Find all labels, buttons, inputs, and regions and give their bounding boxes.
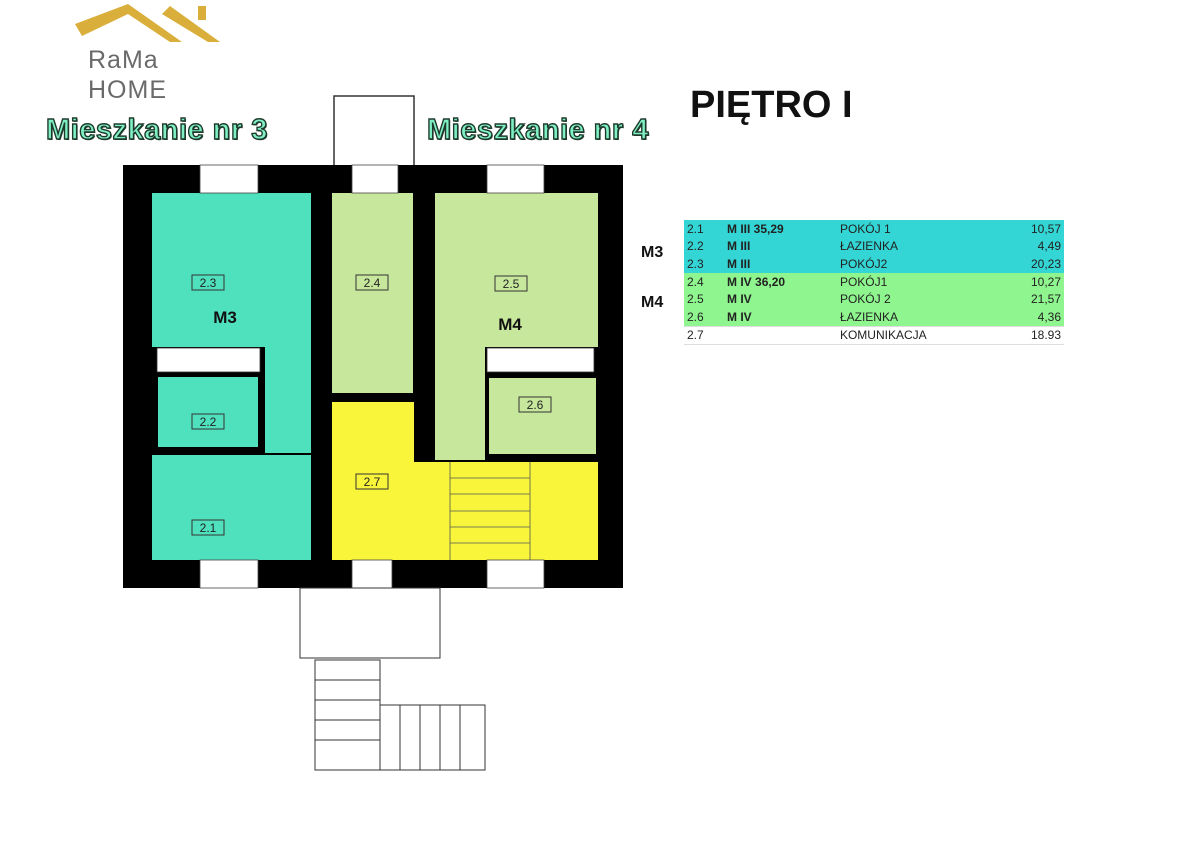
room-label-2-1: 2.1	[200, 521, 217, 535]
room-label-2-7: 2.7	[364, 475, 381, 489]
logo-text-rama: RaMa	[88, 46, 159, 74]
room-name: POKÓJ 1	[836, 220, 1001, 238]
room-name: POKÓJ2	[836, 255, 1001, 273]
room-2-1	[152, 455, 311, 560]
area: 4,36	[1000, 307, 1064, 327]
room-id: 2.4	[684, 272, 725, 291]
unit: M III	[724, 255, 837, 273]
room-2-5	[435, 193, 598, 347]
room-name: POKÓJ1	[836, 272, 1001, 291]
unit-label-m4: M4	[498, 315, 522, 334]
room-label-2-5: 2.5	[503, 277, 520, 291]
apartment-3-label: Mieszkanie nr 3	[45, 113, 268, 146]
room-label-2-3: 2.3	[200, 276, 217, 290]
m4-hallway	[435, 345, 485, 460]
stairs	[449, 462, 531, 560]
room-label-2-2: 2.2	[200, 415, 217, 429]
m4-wardrobe	[486, 347, 595, 373]
room-label-2-6: 2.6	[527, 398, 544, 412]
balcony	[333, 95, 415, 167]
unit: M IV	[724, 307, 837, 327]
unit-label-m3: M3	[213, 308, 237, 327]
room-id: 2.1	[684, 220, 725, 238]
roof-logo-icon	[75, 4, 220, 42]
area: 10,27	[1000, 272, 1064, 291]
unit	[724, 325, 837, 346]
room-2-4	[332, 193, 413, 393]
room-2-3	[152, 193, 311, 347]
room-name: ŁAZIENKA	[836, 307, 1001, 327]
room-id: 2.7	[684, 325, 725, 346]
table-group-m3: M3	[641, 244, 664, 261]
unit: M IV 36,20	[724, 272, 837, 291]
m3-wardrobe	[156, 347, 261, 373]
area: 18.93	[1000, 325, 1064, 346]
room-2-7	[332, 402, 414, 560]
room-name: ŁAZIENKA	[836, 237, 1001, 256]
room-id: 2.3	[684, 255, 725, 273]
table-group-m4: M4	[641, 294, 664, 311]
apartment-4-label: Mieszkanie nr 4	[426, 113, 649, 146]
windows	[199, 164, 545, 589]
area: 4,49	[1000, 237, 1064, 256]
area: 10,57	[1000, 220, 1064, 238]
m3-hallway	[265, 345, 311, 453]
room-id: 2.6	[684, 307, 725, 327]
area: 20,23	[1000, 255, 1064, 273]
floor-title: PIĘTRO I	[690, 84, 853, 126]
rama-home-logo	[70, 2, 240, 46]
entry-stairs	[299, 587, 486, 771]
unit: M IV	[724, 290, 837, 308]
room-2-6	[489, 378, 596, 454]
room-id: 2.2	[684, 237, 725, 256]
room-name: KOMUNIKACJA	[836, 325, 1001, 346]
unit: M III 35,29	[724, 220, 837, 238]
logo-text-home: HOME	[88, 76, 167, 104]
room-label-2-4: 2.4	[364, 276, 381, 290]
room-id: 2.5	[684, 290, 725, 308]
area: 21,57	[1000, 290, 1064, 308]
unit: M III	[724, 237, 837, 256]
room-name: POKÓJ 2	[836, 290, 1001, 308]
room-2-2	[158, 377, 258, 447]
